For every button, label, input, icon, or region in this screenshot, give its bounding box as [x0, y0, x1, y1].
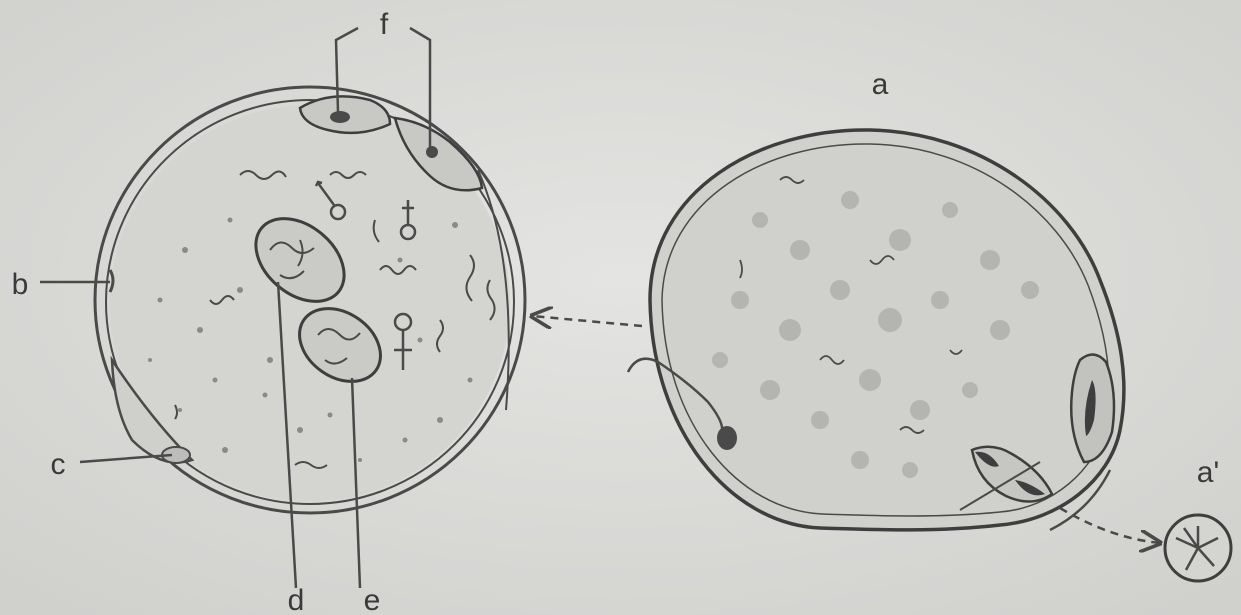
- label-e: e: [364, 584, 381, 615]
- label-f: f: [380, 8, 389, 41]
- small-cell-a-prime: [1165, 515, 1231, 581]
- pollen-tube-tip: [717, 426, 737, 450]
- label-a: a: [872, 68, 889, 101]
- label-b: b: [12, 268, 29, 301]
- label-a-prime: a': [1197, 456, 1219, 489]
- label-d: d: [288, 584, 305, 615]
- label-c: c: [51, 448, 66, 481]
